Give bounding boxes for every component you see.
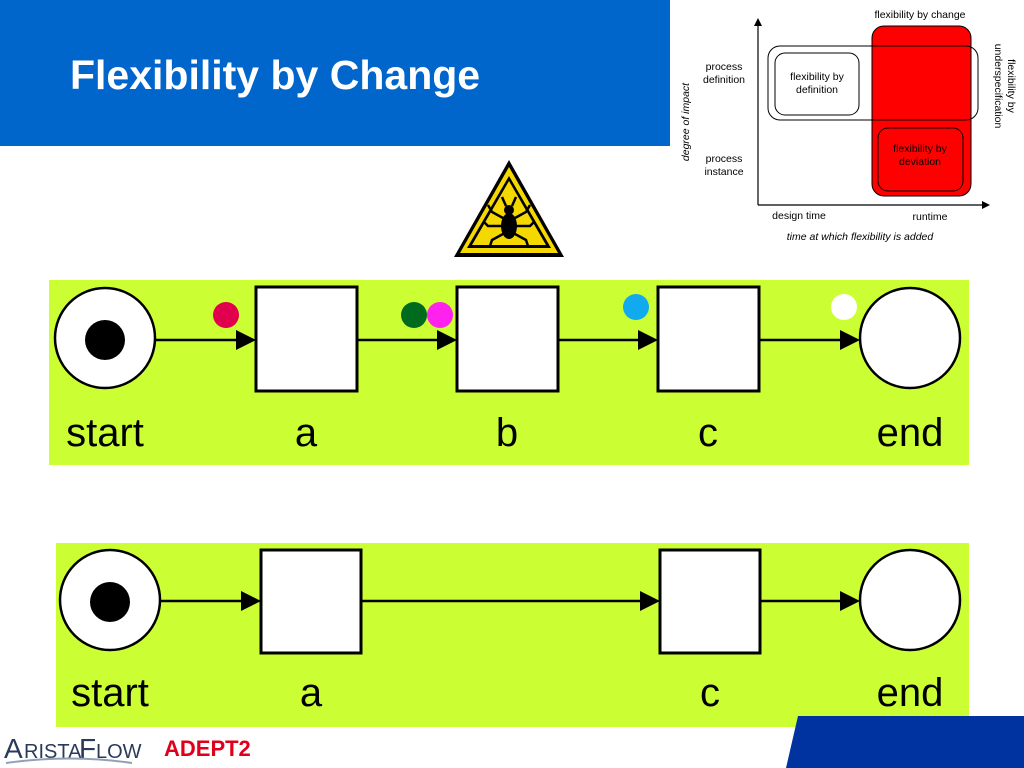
process-net-top: start a b c end	[53, 285, 962, 455]
col-label-design-time: design time	[772, 210, 826, 222]
arrowhead-c	[638, 330, 658, 350]
place-end	[858, 286, 962, 390]
arrowhead-a	[241, 591, 261, 611]
label-dev-line1: flexibility by	[893, 143, 947, 155]
transition-a	[259, 548, 363, 655]
title-bar	[0, 0, 670, 146]
arrowhead-end	[840, 591, 860, 611]
label-start-top: start	[66, 411, 144, 455]
label-c-top: c	[698, 411, 718, 455]
start-token	[90, 582, 130, 622]
arrowhead-b	[437, 330, 457, 350]
underspec-label-1: flexibility by	[1005, 59, 1017, 113]
footer-blue-bar	[786, 716, 1024, 768]
label-start-bottom: start	[71, 671, 149, 715]
flex-by-definition-box	[774, 52, 860, 116]
aristaflow-logo: A RISTA F LOW	[4, 733, 142, 764]
y-axis-arrow	[754, 18, 762, 26]
token-red	[213, 302, 239, 328]
svg-text:A: A	[4, 733, 23, 764]
label-b-top: b	[496, 411, 518, 455]
svg-text:RISTA: RISTA	[24, 741, 82, 763]
arrowhead-end	[840, 330, 860, 350]
label-a-bottom: a	[300, 671, 323, 715]
start-token	[85, 320, 125, 360]
y-axis-label: degree of impact	[680, 82, 692, 161]
token-green	[401, 302, 427, 328]
process-net-bottom: start a c end	[58, 548, 962, 715]
token-magenta	[427, 302, 453, 328]
adept2-label: ADEPT2	[164, 736, 251, 761]
transition-a	[254, 285, 359, 393]
arrowhead-a	[236, 330, 256, 350]
svg-text:LOW: LOW	[96, 741, 142, 763]
label-def-line2: definition	[796, 84, 838, 96]
x-axis-arrow	[982, 201, 990, 209]
row-label-instance-1: process	[706, 153, 743, 165]
svg-text:F: F	[79, 733, 96, 764]
token-white	[831, 294, 857, 320]
place-end	[858, 548, 962, 652]
label-end-bottom: end	[877, 671, 944, 715]
transition-c	[658, 548, 762, 655]
flex-by-deviation-box	[877, 127, 964, 192]
label-a-top: a	[295, 411, 318, 455]
label-end-top: end	[877, 411, 944, 455]
col-label-runtime: runtime	[912, 211, 947, 223]
classification-chart: flexibility by change flexibility by def…	[680, 9, 1017, 243]
transition-c	[656, 285, 761, 393]
label-def-line1: flexibility by	[790, 71, 844, 83]
transition-b	[455, 285, 560, 393]
process-model-bottom	[56, 543, 969, 727]
row-label-definition-1: process	[706, 61, 743, 73]
x-axis-label: time at which flexibility is added	[787, 231, 935, 243]
token-cyan	[623, 294, 649, 320]
row-label-instance-2: instance	[704, 166, 743, 178]
arrowhead-c	[640, 591, 660, 611]
label-flex-by-change: flexibility by change	[874, 9, 965, 21]
slide-title: Flexibility by Change	[70, 52, 481, 98]
flex-by-underspec-box	[767, 45, 979, 121]
label-dev-line2: deviation	[899, 156, 941, 168]
label-c-bottom: c	[700, 671, 720, 715]
underspec-label-2: underspecification	[992, 44, 1004, 129]
row-label-definition-2: definition	[703, 74, 745, 86]
bug-warning-icon	[454, 160, 564, 257]
